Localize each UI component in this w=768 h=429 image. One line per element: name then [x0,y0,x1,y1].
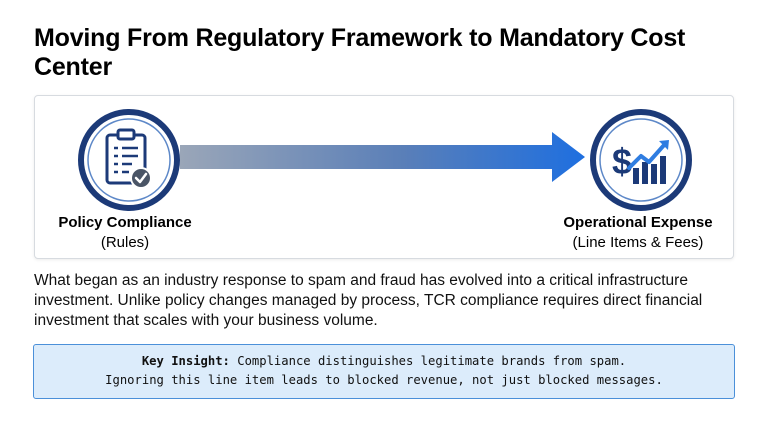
page-title: Moving From Regulatory Framework to Mand… [34,24,686,81]
body-paragraph: What began as an industry response to sp… [34,272,703,329]
insight-box: Key Insight: Compliance distinguishes le… [33,344,735,399]
insight-line-1: Key Insight: Compliance distinguishes le… [34,352,734,371]
right-node-label: Operational Expense (Line Items & Fees) [538,213,738,253]
svg-text:$: $ [612,141,632,182]
clipboard-check-icon [77,108,181,217]
left-node-label: Policy Compliance (Rules) [25,213,225,253]
left-node-label-line1: Policy Compliance [58,214,192,231]
insight-text-1: Compliance distinguishes legitimate bran… [237,354,627,368]
right-node-label-line1: Operational Expense [563,214,713,231]
right-node-label-line2: (Line Items & Fees) [572,234,704,251]
insight-label: Key Insight: [141,354,230,368]
dollar-chart-icon: $ [589,108,693,217]
left-node-label-line2: (Rules) [100,234,150,251]
gradient-right-arrow [180,130,588,189]
insight-text-2: Ignoring this line item leads to blocked… [105,373,663,387]
